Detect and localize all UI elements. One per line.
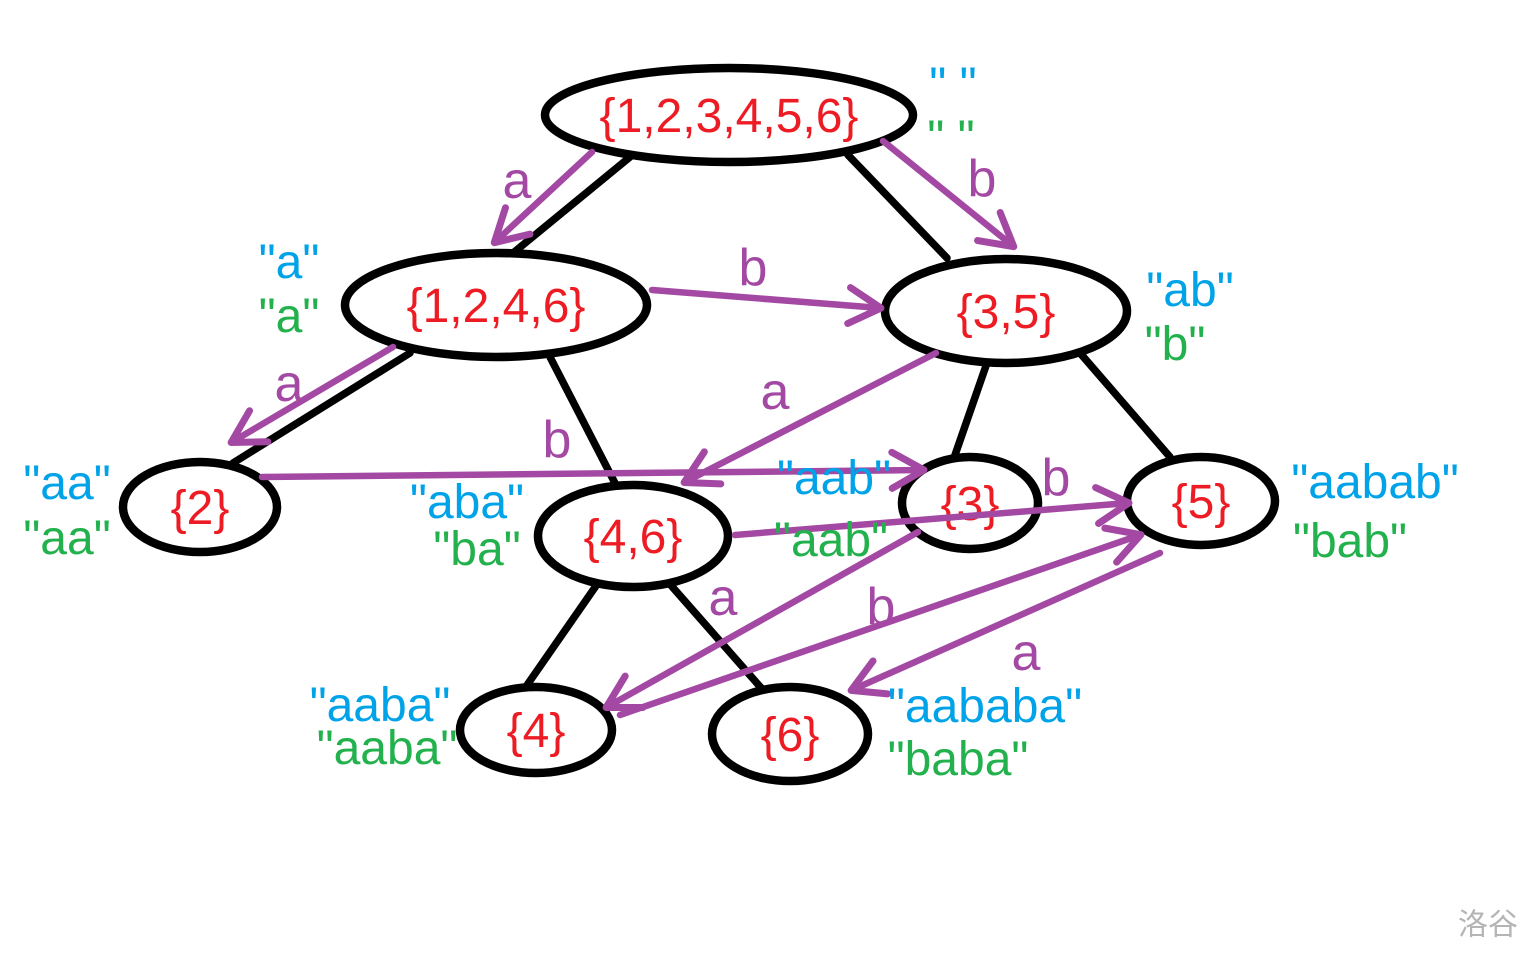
- node-ellipse-n3: [897, 452, 1043, 554]
- tree-edge-n46-n4: [521, 579, 602, 692]
- tree-edge-n1246-n46: [546, 353, 621, 491]
- green-string-label-n46: "ba": [433, 523, 520, 576]
- blue-string-label-root: " ": [929, 59, 976, 112]
- green-string-label-n2: "aa": [23, 512, 110, 565]
- transition-arrow-a: [847, 549, 1164, 698]
- blue-string-label-n6: "aababa": [888, 680, 1082, 733]
- node-label-n1246: {1,2,4,6}: [407, 280, 586, 333]
- node-ellipse-n6: [707, 682, 873, 786]
- transition-arrow-a: [227, 343, 397, 447]
- node-label-root: {1,2,3,4,5,6}: [600, 90, 859, 143]
- node-n1246: {1,2,4,6}: [340, 248, 652, 362]
- tree-edge-n35-n3: [951, 356, 992, 459]
- node-n35: {3,5}: [880, 254, 1132, 368]
- transition-n3-n4: a: [602, 528, 922, 711]
- transition-label-b: b: [739, 239, 768, 297]
- blue-string-label-n3: "aab": [777, 452, 891, 505]
- tree-edge-root-n35: [844, 151, 951, 262]
- transition-root-n35: b: [879, 137, 1018, 251]
- node-n5: {5}: [1122, 452, 1280, 550]
- node-ellipse-n46: [533, 480, 733, 592]
- node-label-n46: {4,6}: [584, 511, 683, 564]
- node-ellipse-n35: [880, 254, 1132, 368]
- transition-arrow-a: [490, 148, 596, 247]
- node-label-n35: {3,5}: [957, 286, 1056, 339]
- transition-arrow-b: [879, 137, 1018, 251]
- transition-label-b: b: [543, 411, 572, 469]
- green-string-label-n4: "aaba": [317, 722, 458, 775]
- node-n6: {6}: [707, 682, 873, 786]
- transition-label-b: b: [1042, 449, 1071, 507]
- transition-n2-n3: b: [258, 411, 928, 492]
- blue-string-label-n5: "aabab": [1291, 456, 1459, 509]
- green-string-label-root: " ": [927, 112, 974, 165]
- green-string-label-n5: "bab": [1293, 515, 1407, 568]
- node-n4: {4}: [455, 682, 617, 778]
- transition-label-a: a: [503, 152, 532, 210]
- transition-label-a: a: [1012, 624, 1041, 682]
- green-string-label-n6: "baba": [888, 733, 1029, 786]
- transition-label-a: a: [275, 355, 304, 413]
- transition-label-a: a: [709, 569, 738, 627]
- node-n3: {3}: [897, 452, 1043, 554]
- transition-arrow-b: [731, 484, 1133, 539]
- transition-label-b: b: [867, 578, 896, 636]
- watermark: 洛谷: [1458, 909, 1518, 942]
- transition-arrow-b: [616, 524, 1145, 719]
- node-ellipse-root: [540, 63, 918, 167]
- node-ellipse-n2: [118, 457, 282, 557]
- node-label-n4: {4}: [507, 705, 566, 758]
- node-n2: {2}: [118, 457, 282, 557]
- transition-n35-n46: a: [680, 349, 940, 488]
- green-string-label-n35: "b": [1145, 318, 1206, 371]
- transition-arrow-b: [648, 284, 885, 328]
- node-n46: {4,6}: [533, 480, 733, 592]
- green-string-label-n1246: "a": [259, 290, 320, 343]
- transition-n46-n5: b: [731, 449, 1133, 539]
- transition-n1246-n35: b: [648, 239, 885, 328]
- blue-string-label-n46: "aba": [410, 476, 524, 529]
- transition-n4-n5: b: [616, 524, 1145, 719]
- blue-string-label-n35: "ab": [1146, 264, 1233, 317]
- transition-label-b: b: [968, 150, 997, 208]
- node-ellipse-n4: [455, 682, 617, 778]
- node-label-n3: {3}: [941, 478, 1000, 531]
- node-label-n5: {5}: [1172, 476, 1231, 529]
- green-string-label-n3: "aab": [774, 514, 888, 567]
- transition-arrow-b: [258, 448, 928, 492]
- node-label-n2: {2}: [171, 482, 230, 535]
- node-label-n6: {6}: [761, 709, 820, 762]
- node-root: {1,2,3,4,5,6}: [540, 63, 918, 167]
- blue-string-label-n4: "aaba": [310, 679, 451, 732]
- transition-arrow-a: [602, 528, 922, 711]
- transition-root-n1246: a: [490, 148, 596, 247]
- transition-n5-n6: a: [847, 549, 1164, 698]
- transition-label-a: a: [761, 363, 790, 421]
- tree-edge-n1246-n2: [229, 349, 414, 467]
- transition-arrow-a: [680, 349, 940, 488]
- transition-n1246-n2: a: [227, 343, 397, 447]
- blue-string-label-n1246: "a": [259, 236, 320, 289]
- node-ellipse-n1246: [340, 248, 652, 362]
- blue-string-label-n2: "aa": [23, 457, 110, 510]
- tree-edge-n35-n5: [1076, 349, 1174, 461]
